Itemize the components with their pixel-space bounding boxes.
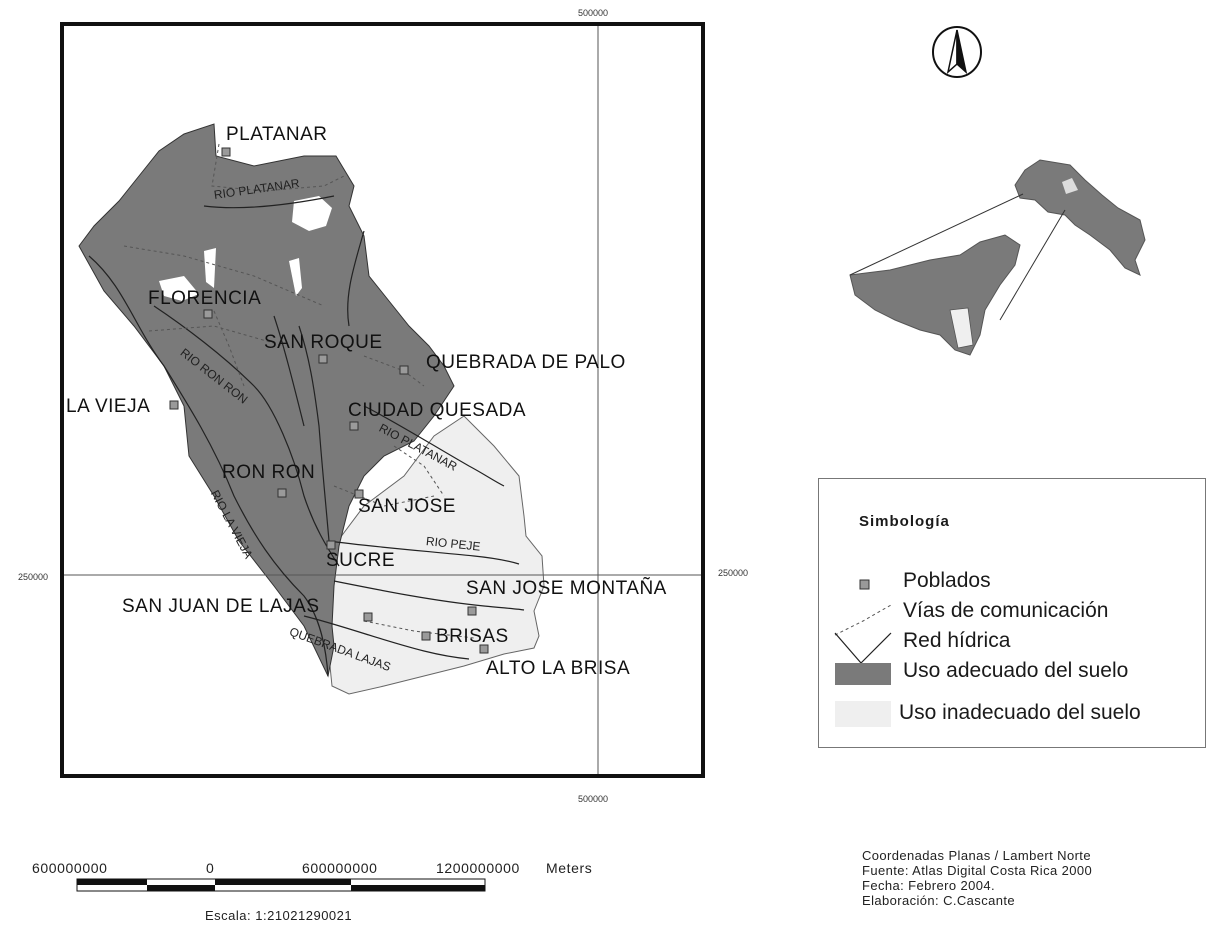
legend-box: Simbología Poblados Vías de comunicación…: [818, 478, 1206, 748]
marker-san-juan-de-lajas: [363, 612, 373, 622]
marker-san-jose: [354, 489, 364, 499]
marker-brisas: [421, 631, 431, 641]
dark-gray-fill-icon: [835, 663, 891, 685]
marker-platanar: [221, 147, 231, 157]
town-label-san-jose: SAN JOSE: [358, 496, 456, 517]
map-metadata: Coordenadas Planas / Lambert Norte Fuent…: [862, 848, 1092, 908]
adequate-use-area: [78, 123, 455, 678]
legend-label-red-hidrica: Red hídrica: [903, 629, 1011, 652]
metadata-projection: Coordenadas Planas / Lambert Norte: [862, 848, 1091, 863]
settlement-square-icon: [859, 579, 870, 590]
inclusion-2: [289, 258, 302, 296]
marker-san-roque: [318, 354, 328, 364]
town-label-san-jose-montana: SAN JOSE MONTAÑA: [466, 578, 667, 599]
marker-quebrada-de-palo: [399, 365, 409, 375]
scale-caption: Escala: 1:21021290021: [205, 908, 353, 923]
locator-line-2: [999, 209, 1066, 321]
town-label-sucre: SUCRE: [326, 550, 396, 571]
locator-inset-map: [849, 159, 1146, 356]
settlement-markers: [169, 147, 489, 654]
marker-ron-ron: [277, 488, 287, 498]
grid-label-left: 250000: [18, 572, 49, 582]
marker-alto-la-brisa: [479, 644, 489, 654]
marker-florencia: [203, 309, 213, 319]
region-enlarged: [849, 234, 1021, 356]
town-label-san-juan-de-lajas: SAN JUAN DE LAJAS: [122, 596, 320, 617]
locator-line-1: [849, 193, 1024, 276]
metadata-author: Elaboración: C.Cascante: [862, 893, 1015, 908]
metadata-date: Fecha: Febrero 2004.: [862, 878, 996, 893]
town-label-brisas: BRISAS: [436, 626, 509, 647]
grid-label-bottom: 500000: [578, 794, 609, 804]
scale-label-3: 1200000000: [436, 860, 520, 876]
town-label-ciudad-quesada: CIUDAD QUESADA: [348, 400, 527, 421]
town-label-alto-la-brisa: ALTO LA BRISA: [486, 658, 631, 679]
marker-ciudad-quesada: [349, 421, 359, 431]
town-label-platanar: PLATANAR: [226, 124, 328, 145]
light-gray-fill-icon: [835, 701, 891, 727]
marker-sucre: [326, 540, 336, 550]
scale-bar: [76, 878, 486, 892]
scale-label-0: 600000000: [32, 860, 108, 876]
region-enlarged-light: [949, 307, 974, 349]
town-label-san-roque: SAN ROQUE: [264, 332, 383, 353]
road-dashed-line-icon: [834, 604, 892, 636]
river-line-icon: [834, 632, 892, 664]
scale-unit: Meters: [546, 860, 593, 876]
scale-label-2: 600000000: [302, 860, 378, 876]
metadata-source: Fuente: Atlas Digital Costa Rica 2000: [862, 863, 1093, 878]
country-highlight: [1062, 178, 1078, 194]
north-arrow-icon: [932, 26, 982, 78]
scale-label-1: 0: [206, 860, 215, 876]
legend-label-vias: Vías de comunicación: [903, 599, 1109, 622]
legend-label-uso-inadecuado: Uso inadecuado del suelo: [899, 701, 1141, 724]
marker-san-jose-montana: [467, 606, 477, 616]
river-network: [88, 195, 525, 677]
inclusion-1: [292, 196, 332, 231]
marker-la-vieja: [169, 400, 179, 410]
town-label-florencia: FLORENCIA: [148, 288, 262, 309]
country-outline: [1014, 159, 1146, 276]
inadequate-use-area: [321, 415, 545, 695]
map-frame: PLATANAR FLORENCIA SAN ROQUE QUEBRADA DE…: [60, 22, 705, 778]
town-label-la-vieja: LA VIEJA: [66, 396, 151, 417]
legend-label-uso-adecuado: Uso adecuado del suelo: [903, 659, 1129, 682]
legend-label-poblados: Poblados: [903, 569, 991, 592]
map-canvas: [64, 26, 701, 774]
legend-title: Simbología: [859, 513, 950, 530]
inclusion-3: [204, 248, 216, 288]
town-label-quebrada-de-palo: QUEBRADA DE PALO: [426, 352, 626, 373]
inclusion-4: [159, 276, 199, 301]
town-label-ron-ron: RON RON: [222, 462, 316, 483]
grid-label-top: 500000: [578, 8, 609, 18]
grid-label-right: 250000: [718, 568, 749, 578]
